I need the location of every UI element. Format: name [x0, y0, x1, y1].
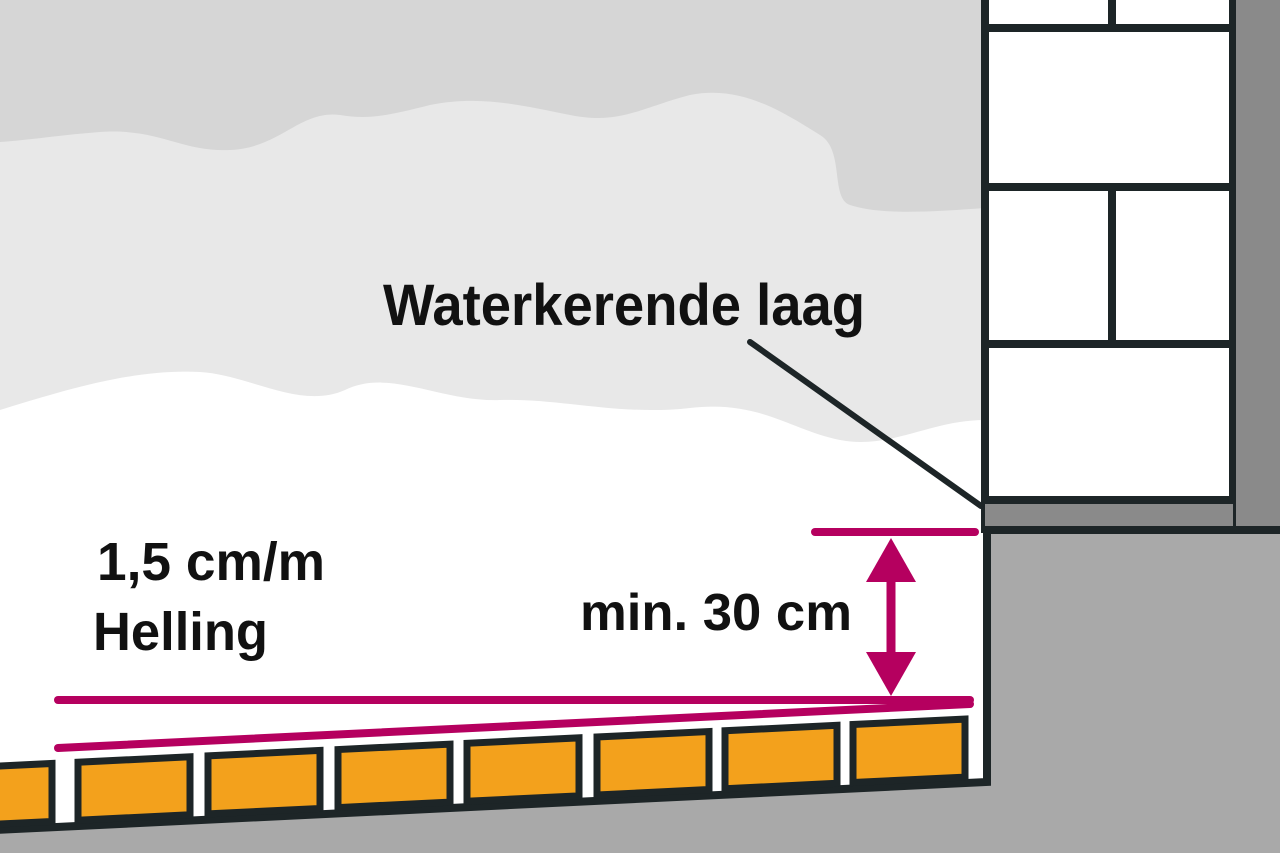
paving-tile [0, 759, 56, 828]
pavement-tiles [0, 715, 969, 828]
arrow-up-icon [866, 538, 916, 582]
damp-course [985, 504, 1233, 530]
paving-tile [204, 746, 324, 818]
slope-line [54, 700, 974, 752]
paving-tile [849, 715, 969, 787]
waterproof-layer-label: Waterkerende laag [383, 273, 865, 338]
ground [0, 526, 1280, 853]
min-height-label: min. 30 cm [580, 584, 852, 642]
wall-plaster-dark-band [0, 0, 985, 212]
paving-tile [74, 753, 194, 824]
paving-tile [463, 734, 583, 805]
paving-tile [721, 721, 841, 793]
paving-tile [593, 727, 713, 799]
leader-line [747, 339, 984, 509]
brick-joints [981, 0, 1237, 533]
slope-markers [54, 528, 979, 752]
paving-tile [334, 740, 454, 812]
arrow-down-icon [866, 652, 916, 696]
slope-value-label: 1,5 cm/m [97, 532, 325, 592]
slope-word-label: Helling [93, 602, 268, 662]
wall-facade [1236, 0, 1280, 533]
